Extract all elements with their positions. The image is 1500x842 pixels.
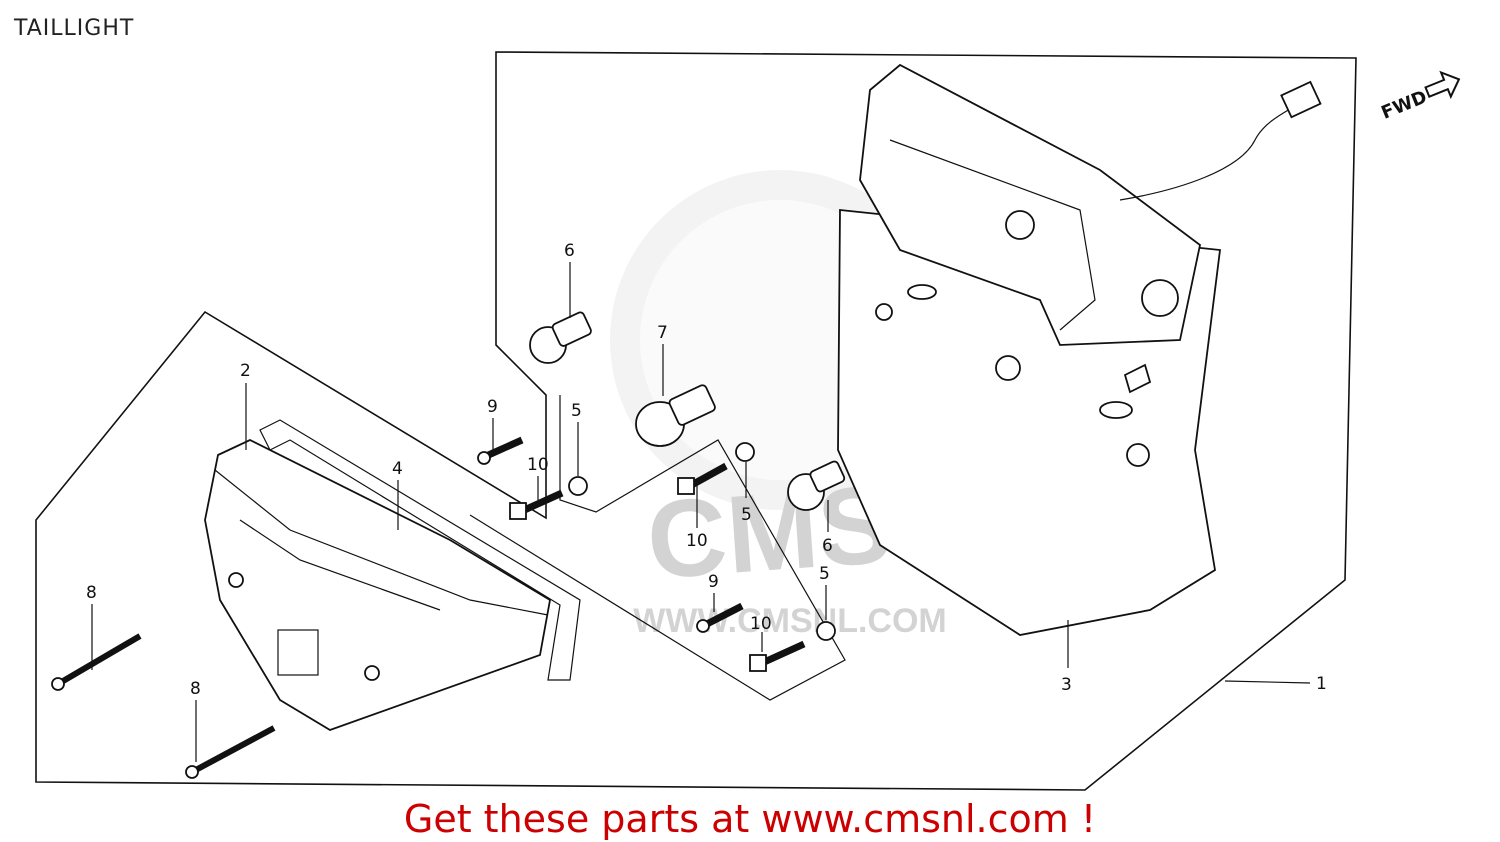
lens-gasket	[259, 419, 581, 681]
callout-8-lower: 8	[190, 679, 201, 699]
callout-3: 3	[1061, 675, 1072, 695]
nut-5-lower	[816, 621, 836, 641]
bulb-6-lower	[787, 460, 846, 511]
screw-9-lower	[696, 602, 744, 633]
fwd-arrow-icon	[1424, 70, 1461, 100]
callout-5-lower: 5	[819, 564, 830, 584]
taillight-lens	[204, 439, 551, 731]
callout-10-lower: 10	[750, 614, 772, 634]
callout-9-upper: 9	[487, 397, 498, 417]
callout-4: 4	[392, 459, 403, 479]
watermark-url: WWW.CMSNL.COM	[633, 602, 947, 640]
hardware-outline	[469, 395, 846, 701]
leader-lines	[91, 262, 1311, 762]
callout-labels: 1 2 3 4 5 5 5 6 6 7 8 8 9 9 10 10 10	[86, 241, 1327, 699]
callout-6-upper: 6	[564, 241, 575, 261]
callout-8-upper: 8	[86, 583, 97, 603]
nut-5-middle	[735, 442, 755, 462]
fwd-label: FWD	[1378, 87, 1430, 124]
assembly-outline	[35, 51, 1357, 791]
taillight-housing	[837, 63, 1322, 636]
fwd-indicator: FWD	[1378, 70, 1461, 124]
callout-5-upper: 5	[571, 401, 582, 421]
screw-9-upper	[477, 436, 524, 465]
page-title: TAILLIGHT	[14, 16, 135, 41]
bolt-10-middle	[677, 462, 728, 495]
bolt-10-upper	[509, 489, 564, 520]
callout-2: 2	[240, 361, 251, 381]
bolt-10-lower	[749, 640, 806, 672]
screw-8-lower	[185, 725, 276, 779]
bulb-6-upper	[529, 311, 592, 364]
bulb-7	[635, 384, 716, 447]
callout-5-middle: 5	[741, 505, 752, 525]
callout-9-lower: 9	[708, 572, 719, 592]
screw-8-upper	[51, 633, 142, 691]
footer-link[interactable]: Get these parts at www.cmsnl.com !	[403, 797, 1097, 841]
callout-1: 1	[1316, 674, 1327, 694]
callout-10-middle: 10	[686, 531, 708, 551]
callout-10-upper: 10	[527, 455, 549, 475]
callout-6-lower: 6	[822, 536, 833, 556]
callout-7: 7	[657, 323, 668, 343]
nut-5-upper	[568, 476, 588, 496]
